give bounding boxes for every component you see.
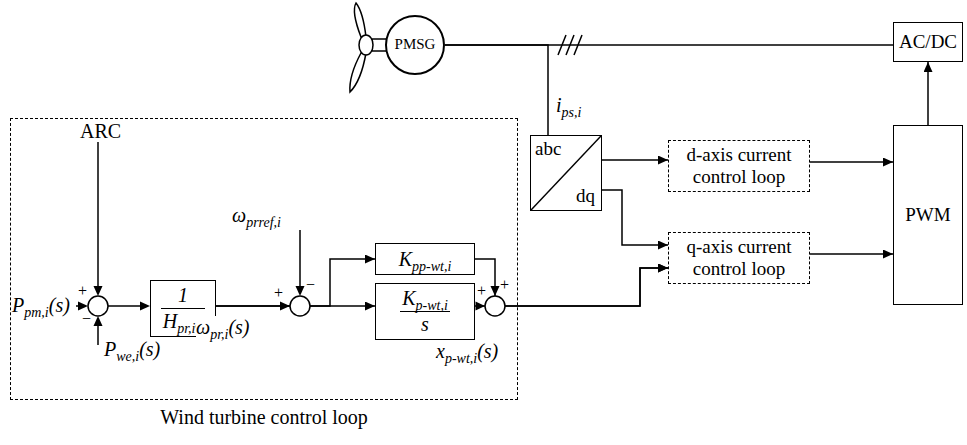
frame-label: abc [535,139,561,160]
subscript: ps,i [562,105,582,120]
signal-name: i [556,94,562,116]
block-text: 1 [178,284,188,306]
text-row: PWM [903,203,952,227]
sign: + [274,284,283,301]
block-text: H [163,310,177,332]
block-text: PMSG [395,36,436,52]
gain-block: Kpp-wt,i [375,243,475,275]
sign: − [306,276,315,294]
sign: + [500,276,509,293]
converter-box: AC/DC [893,22,963,62]
subscript: pm,i [24,305,49,320]
current-loop-box: q-axis current control loop [668,232,810,284]
text-stack: Kp-wt,is [400,286,450,337]
text-row: q-axis current control loop [673,235,805,281]
blade [354,3,366,37]
text-row: Kp-wt,i [400,286,450,311]
signal-connector [810,161,893,163]
signal-connector [602,159,668,161]
text-row: PMSG [393,35,438,54]
block-text: s [421,313,429,335]
signal-name: xp-wt,i(s) [436,340,498,362]
wind-turbine [350,3,388,92]
signal-name: ωpr,i(s) [196,316,250,338]
signal-lines [76,142,300,345]
summing-junction [88,296,108,316]
generator-circle: PMSG [385,15,445,75]
sign: − [306,276,315,293]
summing-junction [485,296,505,316]
integral-gain-block: Kp-wt,is [375,283,475,340]
input-name: ARC [80,120,121,142]
text-stack: PMSG [393,35,438,54]
text-row: Kpp-wt,i [397,247,454,272]
summing-junction [290,296,310,316]
subscript: pr,i [210,327,228,342]
signal-connector [810,253,893,255]
signal-name: ωprref,i [232,204,281,226]
sign: + [78,282,87,300]
block-text: K [402,287,415,309]
block-text: AC/DC [899,31,957,52]
frame-label: dq [576,186,595,207]
text-stack: d-axis current control loop [673,143,805,189]
text-row: 1 [161,283,206,308]
signal-name: (s) [228,316,249,338]
sign: − [82,310,91,327]
signal-name: x [436,340,445,362]
block-text: d-axis current control loop [687,144,792,187]
block-text: q-axis current control loop [687,236,792,279]
text-row: d-axis current control loop [673,143,805,189]
signal-connector [445,45,548,135]
signal-name: P [12,294,24,316]
current-loop-box: d-axis current control loop [668,140,810,192]
subscript: prref,i [246,215,281,230]
blade [350,53,366,92]
signal-connector [602,190,668,245]
signal-name: ω [232,204,246,226]
hub [359,35,373,55]
signal-name: (s) [49,294,70,316]
sign: + [477,282,486,300]
text-stack: PWM [903,203,952,227]
signal-name: (s) [477,340,498,362]
sign: + [274,284,283,302]
input-name: ARC [80,120,121,142]
subscript: we,i [116,349,139,364]
block-text: PWM [905,204,950,225]
sign: + [477,282,486,299]
transform-box: abc dq [530,135,602,211]
sign: + [500,276,509,294]
signal-connector [927,62,929,125]
signal-name: ω [196,316,210,338]
signal-name: ips,i [556,94,581,116]
subscript: p-wt,i [445,351,477,366]
subscript: pp-wt,i [412,259,451,274]
text-row: s [400,311,450,337]
signal-name: Pwe,i(s) [104,338,160,360]
signal-name: P [104,338,116,360]
signal-name: (s) [139,338,160,360]
subscript: pr,i [177,321,195,336]
sign: − [82,310,91,328]
text-row: AC/DC [897,30,959,54]
text-stack: q-axis current control loop [673,235,805,281]
text-stack: Kpp-wt,i [397,247,454,272]
loop-caption: Wind turbine control loop [11,406,517,429]
signal-connector [475,259,668,306]
text-stack: AC/DC [897,30,959,54]
sign: + [78,282,87,299]
pwm-box: PWM [893,125,963,305]
block-text: K [399,248,412,270]
signal-name: Ppm,i(s) [12,294,70,316]
